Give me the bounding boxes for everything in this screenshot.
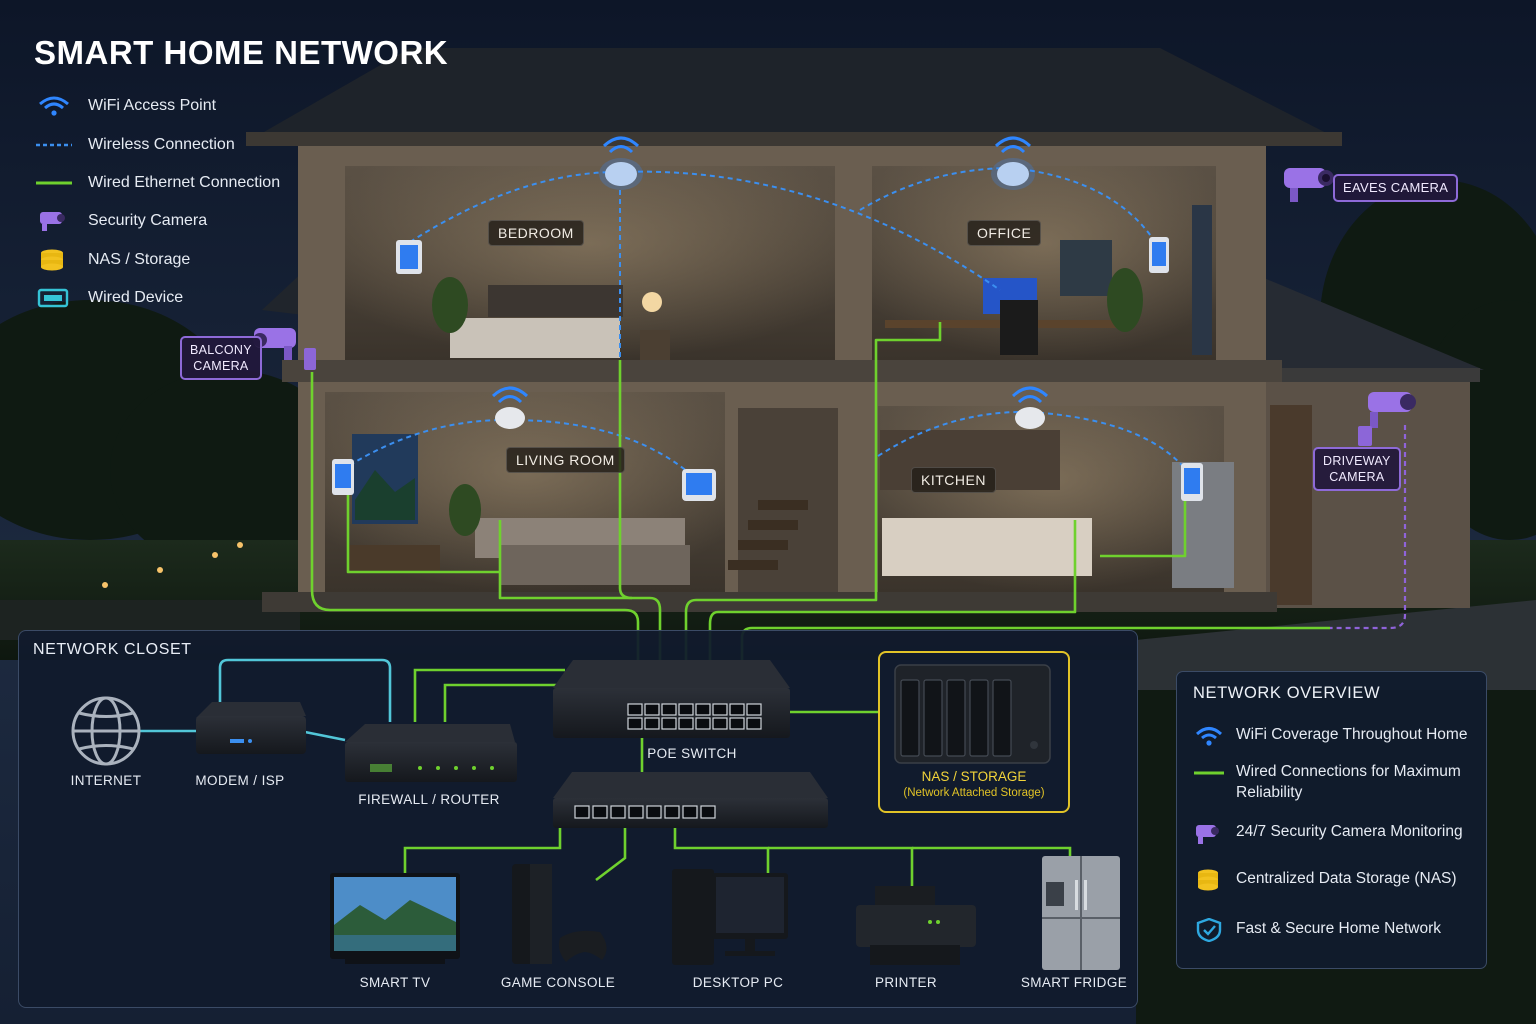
room-label-bedroom: BEDROOM xyxy=(488,220,584,246)
overview-item-label: WiFi Coverage Throughout Home xyxy=(1236,726,1468,743)
printer-label: PRINTER xyxy=(874,975,938,990)
thermostat-device-icon xyxy=(682,469,716,501)
printer-icon xyxy=(856,886,976,965)
overview-item-label: Centralized Data Storage (NAS) xyxy=(1236,870,1457,887)
overview-item-label: Fast & Secure Home Network xyxy=(1236,920,1442,937)
overview-item: 24/7 Security Camera Monitoring xyxy=(1194,821,1474,845)
smart-tv-label: SMART TV xyxy=(359,975,431,990)
camera-label-line: DRIVEWAY xyxy=(1323,454,1391,468)
legend-label: Wired Ethernet Connection xyxy=(88,174,281,191)
camera-label-balcony: BALCONY CAMERA xyxy=(180,336,262,380)
network-closet-title: NETWORK CLOSET xyxy=(33,641,192,658)
game-console-icon xyxy=(512,864,607,964)
desktop-pc-label: DESKTOP PC xyxy=(692,975,784,990)
camera-label-eaves: EAVES CAMERA xyxy=(1333,174,1459,202)
fridge-panel-device-icon xyxy=(1181,463,1203,501)
desktop-pc-icon xyxy=(672,869,788,965)
security-camera-icon xyxy=(1196,825,1219,844)
wifi-icon xyxy=(39,96,69,116)
overview-item: Wired Connections for Maximum Reliabilit… xyxy=(1194,761,1474,803)
tablet-device-icon xyxy=(396,240,422,274)
wifi-access-point-living-room-icon xyxy=(491,386,529,429)
legend-item-wired: Wired Ethernet Connection xyxy=(36,170,280,196)
game-console-label: GAME CONSOLE xyxy=(500,975,616,990)
database-icon xyxy=(1198,869,1218,891)
nas-label: NAS / STORAGE xyxy=(921,769,1027,784)
camera-label-driveway: DRIVEWAY CAMERA xyxy=(1313,447,1401,491)
legend-label: WiFi Access Point xyxy=(88,97,217,114)
database-icon xyxy=(41,249,63,271)
modem-label: MODEM / ISP xyxy=(195,773,285,788)
legend-label: Wired Device xyxy=(88,289,184,306)
phone-device-icon xyxy=(1149,237,1169,273)
router-label: FIREWALL / ROUTER xyxy=(358,792,500,807)
legend-item-camera: Security Camera xyxy=(36,208,207,234)
wall-panel-device-icon xyxy=(332,459,354,495)
wifi-icon xyxy=(1195,727,1223,746)
wifi-access-point-office-icon xyxy=(991,136,1035,190)
driveway-security-camera-icon xyxy=(1358,392,1416,446)
internet-globe-icon xyxy=(71,696,141,766)
smart-fridge-icon xyxy=(1042,856,1120,970)
modem-icon xyxy=(196,702,306,754)
eaves-security-camera-icon xyxy=(1284,168,1334,202)
legend-label: Wireless Connection xyxy=(88,136,235,153)
overview-item-label: 24/7 Security Camera Monitoring xyxy=(1236,823,1463,840)
smart-fridge-label: SMART FRIDGE xyxy=(1020,975,1128,990)
security-camera-icon xyxy=(40,212,65,231)
solid-line-icon xyxy=(1194,771,1224,775)
dashed-line-icon xyxy=(36,143,72,147)
network-overview-panel xyxy=(1176,671,1487,969)
nas-sublabel: (Network Attached Storage) xyxy=(903,787,1045,799)
legend-item-wired-device: Wired Device xyxy=(36,285,183,311)
wired-device-icon xyxy=(37,288,69,308)
poe-switch-icon xyxy=(553,660,790,738)
nas-device-icon xyxy=(894,664,1051,764)
network-switch-icon xyxy=(553,772,828,828)
camera-label-line: CAMERA xyxy=(1329,470,1385,484)
closet-diagram xyxy=(71,658,1120,970)
internet-label: INTERNET xyxy=(70,773,142,788)
legend-item-nas: NAS / Storage xyxy=(36,247,190,273)
room-label-kitchen: KITCHEN xyxy=(911,467,996,493)
router-icon xyxy=(345,724,517,782)
camera-label-line: BALCONY xyxy=(190,343,252,357)
network-overview-title: NETWORK OVERVIEW xyxy=(1193,684,1381,702)
room-label-office: OFFICE xyxy=(967,220,1042,246)
wifi-access-point-bedroom-icon xyxy=(599,136,643,190)
poe-switch-label: POE SWITCH xyxy=(647,746,737,761)
smart-tv-icon xyxy=(330,873,460,964)
camera-label-line: CAMERA xyxy=(193,359,249,373)
legend-item-wifi: WiFi Access Point xyxy=(36,93,216,119)
overview-item: WiFi Coverage Throughout Home xyxy=(1194,724,1474,748)
overview-item-label: Wired Connections for Maximum Reliabilit… xyxy=(1236,763,1461,801)
room-label-living-room: LIVING ROOM xyxy=(506,447,625,473)
overview-item: Centralized Data Storage (NAS) xyxy=(1194,868,1474,892)
nas-highlight-box xyxy=(878,651,1070,813)
solid-line-icon xyxy=(36,181,72,185)
overview-item: Fast & Secure Home Network xyxy=(1194,918,1474,942)
shield-check-icon xyxy=(1196,918,1222,942)
wifi-access-point-kitchen-icon xyxy=(1011,386,1049,429)
legend-label: Security Camera xyxy=(88,212,208,229)
legend-label: NAS / Storage xyxy=(88,251,191,268)
page-title: SMART HOME NETWORK xyxy=(34,34,449,71)
legend-item-wireless: Wireless Connection xyxy=(36,132,235,158)
